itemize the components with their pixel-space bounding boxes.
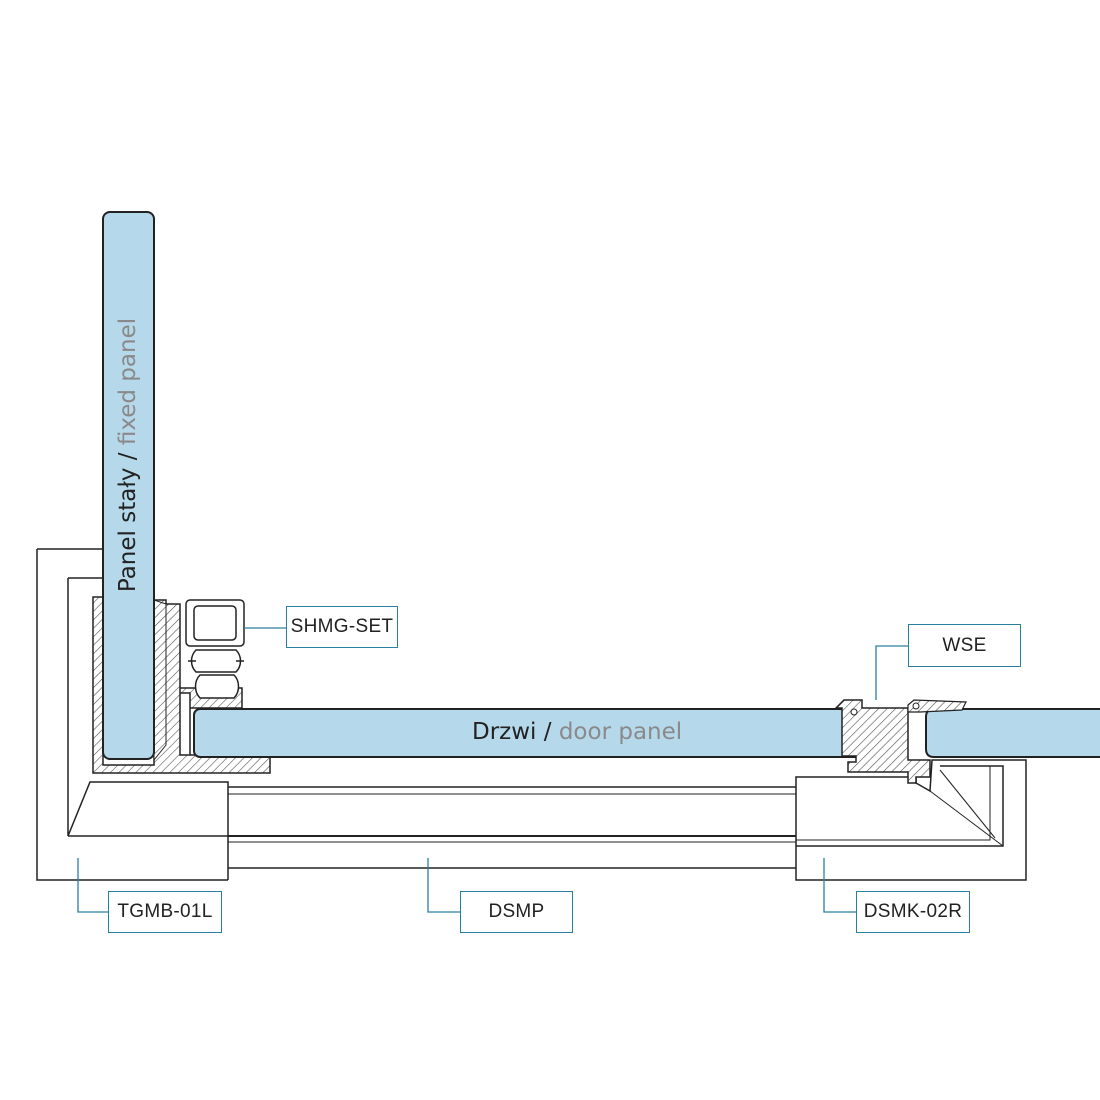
door-panel-label-secondary: door panel <box>558 719 683 745</box>
dsmp-rail <box>228 786 796 869</box>
door-glass-panel-right <box>925 708 1100 758</box>
fixed-panel-label-primary: Panel stały / <box>115 452 141 593</box>
callout-wse: WSE <box>908 624 1021 667</box>
fixed-panel-label: Panel stały / fixed panel <box>115 318 141 592</box>
callout-dsmk-02r: DSMK-02R <box>856 891 970 933</box>
callout-tgmb-01l: TGMB-01L <box>108 891 222 933</box>
callout-shmg-set: SHMG-SET <box>286 606 398 648</box>
callout-dsmp: DSMP <box>460 891 573 933</box>
callout-leader-lines <box>77 627 908 913</box>
tgmb-01l-bracket <box>36 548 229 881</box>
door-panel-label: Drzwi / door panel <box>472 719 682 745</box>
door-panel-label-primary: Drzwi / <box>472 719 552 745</box>
wse-guide-profile <box>834 699 967 784</box>
shmg-set-seal <box>185 599 245 699</box>
fixed-glass-panel <box>102 211 155 760</box>
fixed-panel-label-secondary: fixed panel <box>115 317 141 446</box>
